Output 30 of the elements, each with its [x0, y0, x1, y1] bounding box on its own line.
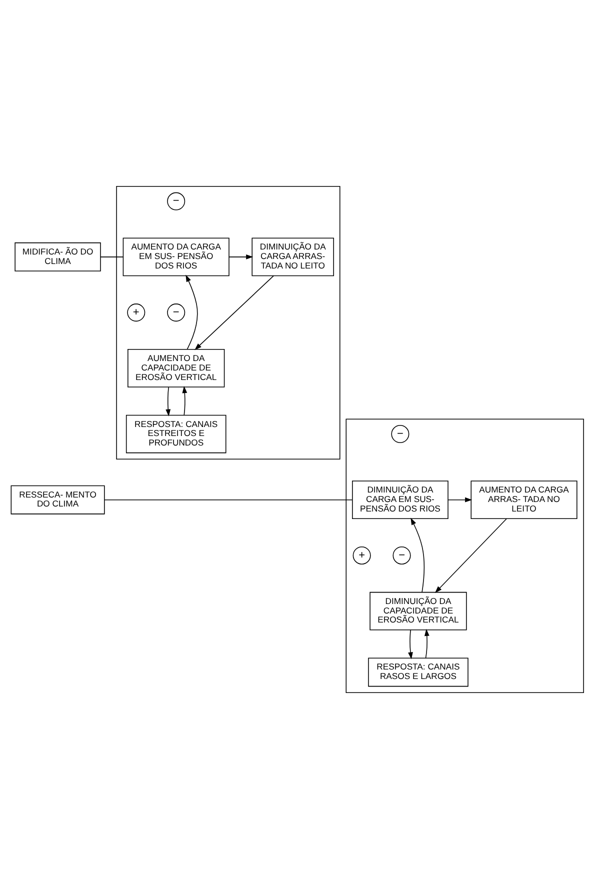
arrow	[228, 254, 254, 259]
node-circle: +	[127, 303, 146, 322]
node-circle: −	[392, 546, 411, 564]
node-circle: −	[167, 303, 186, 322]
arrow	[434, 518, 507, 593]
arrow	[182, 386, 188, 416]
connector	[100, 256, 124, 257]
arrow	[166, 386, 171, 416]
arrow	[448, 496, 472, 502]
arrow	[194, 274, 274, 350]
arrow	[186, 274, 198, 350]
node-circle: −	[391, 424, 410, 443]
arrow	[408, 629, 413, 659]
node-box: AUMENTO DA CAPACIDADE DE EROSÃO VERTICAL	[128, 348, 225, 387]
node-box: DIMINUIÇÃO DA CARGA EM SUS- PENSÃO DOS RIOS	[352, 480, 448, 519]
arrow	[424, 628, 430, 658]
cluster	[346, 418, 584, 692]
node-box: DIMINUIÇÃO DA CARGA ARRAS- TADA NO LEITO	[252, 237, 334, 276]
node-box: DIMINUIÇÃO DA CAPACIDADE DE EROSÃO VERTICAL	[370, 591, 467, 630]
node-box: AUMENTO DA CARGA EM SUS- PENSÃO DOS RIOS	[122, 237, 230, 276]
connector	[104, 498, 353, 500]
node-circle: −	[167, 192, 186, 210]
arrow	[410, 517, 425, 592]
cluster	[116, 186, 340, 459]
node-box: AUMENTO DA CARGA ARRAS- TADA NO LEITO	[470, 480, 578, 519]
node-box: RESSECA- MENTO DO CLIMA	[10, 484, 105, 514]
node-box: MIDIFICA- ÃO DO CLIMA	[14, 242, 101, 271]
node-box: RESPOSTA: CANAIS RASOS E LARGOS	[368, 657, 468, 686]
node-box: RESPOSTA: CANAIS ESTREITOS E PROFUNDOS	[126, 414, 226, 453]
node-circle: +	[352, 546, 371, 564]
